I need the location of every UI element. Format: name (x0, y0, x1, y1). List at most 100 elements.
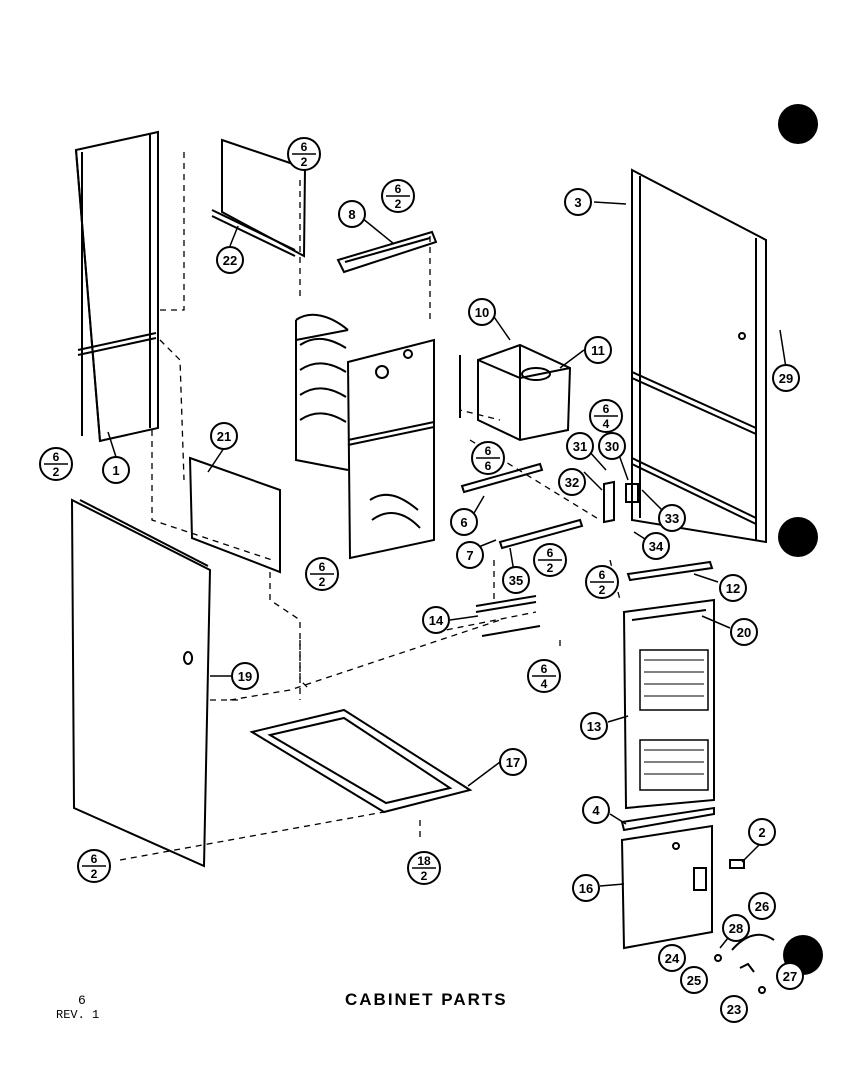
channel-part-8 (336, 230, 438, 274)
svg-text:2: 2 (421, 869, 428, 883)
svg-text:2: 2 (599, 583, 606, 597)
svg-text:14: 14 (429, 613, 444, 628)
svg-text:16: 16 (579, 881, 593, 896)
svg-text:6: 6 (485, 459, 492, 473)
callout-29: 29 (772, 364, 800, 392)
svg-text:33: 33 (665, 511, 679, 526)
fraction-callout: 64 (527, 659, 561, 693)
revision-label: REV. 1 (56, 1008, 100, 1022)
callout-25: 25 (680, 966, 708, 994)
svg-text:6: 6 (53, 450, 60, 464)
base-frame-part-17 (249, 708, 473, 814)
strip-part-4 (620, 806, 715, 832)
callout-21: 21 (210, 422, 238, 450)
callout-14: 14 (422, 606, 450, 634)
baffle-part-21 (188, 456, 281, 574)
svg-text:12: 12 (726, 581, 740, 596)
callout-16: 16 (572, 874, 600, 902)
svg-text:6: 6 (541, 662, 548, 676)
svg-text:10: 10 (475, 305, 489, 320)
binder-hole (778, 517, 818, 557)
callout-10: 10 (468, 298, 496, 326)
svg-text:6: 6 (91, 852, 98, 866)
svg-text:4: 4 (603, 417, 610, 431)
brackets-part-6-7 (460, 462, 584, 550)
callout-30: 30 (598, 432, 626, 460)
fraction-callout: 64 (589, 399, 623, 433)
callout-22: 22 (216, 246, 244, 274)
rail-part-12 (626, 560, 714, 582)
callout-32: 32 (558, 468, 586, 496)
svg-text:35: 35 (509, 573, 523, 588)
side-panel-part-1 (74, 130, 159, 443)
callout-20: 20 (730, 618, 758, 646)
svg-text:2: 2 (547, 561, 554, 575)
callout-33: 33 (658, 504, 686, 532)
callout-3: 3 (564, 188, 592, 216)
svg-text:2: 2 (758, 825, 765, 840)
svg-text:17: 17 (506, 755, 520, 770)
callout-23: 23 (720, 995, 748, 1023)
fraction-callout: 62 (39, 447, 73, 481)
svg-text:26: 26 (755, 899, 769, 914)
svg-text:3: 3 (574, 195, 581, 210)
svg-text:2: 2 (395, 197, 402, 211)
svg-text:2: 2 (91, 867, 98, 881)
svg-text:4: 4 (592, 803, 600, 818)
callout-35: 35 (502, 566, 530, 594)
svg-text:13: 13 (587, 719, 601, 734)
callout-24: 24 (658, 944, 686, 972)
callout-34: 34 (642, 532, 670, 560)
diagram-caption: CABINET PARTS (345, 990, 508, 1009)
svg-text:4: 4 (541, 677, 548, 691)
callout-11: 11 (584, 336, 612, 364)
svg-text:19: 19 (238, 669, 252, 684)
svg-text:6: 6 (460, 515, 467, 530)
fraction-callout: 66 (471, 441, 505, 475)
svg-text:6: 6 (395, 182, 402, 196)
callout-31: 31 (566, 432, 594, 460)
svg-text:29: 29 (779, 371, 793, 386)
callout-12: 12 (719, 574, 747, 602)
front-door-part-19 (70, 498, 212, 868)
side-panel-part-3 (631, 168, 767, 544)
louver-hatching (644, 659, 704, 775)
svg-text:6: 6 (547, 546, 554, 560)
fraction-callout: 62 (585, 565, 619, 599)
callout-7: 7 (456, 541, 484, 569)
latch-hardware-parts (714, 859, 775, 994)
heat-exchanger-assembly (295, 313, 435, 560)
svg-text:1: 1 (112, 463, 119, 478)
louvered-panel-part-13 (622, 598, 715, 810)
fraction-callout: 62 (77, 849, 111, 883)
fraction-callout: 62 (287, 137, 321, 171)
fraction-callout: 182 (407, 851, 441, 885)
fraction-callout: 62 (305, 557, 339, 591)
svg-text:30: 30 (605, 439, 619, 454)
slides-part-14 (475, 595, 541, 637)
callout-28: 28 (722, 914, 750, 942)
svg-text:2: 2 (319, 575, 326, 589)
svg-text:32: 32 (565, 475, 579, 490)
callout-6: 6 (450, 508, 478, 536)
svg-text:31: 31 (573, 439, 587, 454)
lower-door-part-16 (620, 824, 713, 950)
svg-text:6: 6 (599, 568, 606, 582)
svg-text:6: 6 (485, 444, 492, 458)
page-number: 6 (78, 993, 86, 1008)
svg-text:21: 21 (217, 429, 231, 444)
callout-1: 1 (102, 456, 130, 484)
callout-17: 17 (499, 748, 527, 776)
callout-13: 13 (580, 712, 608, 740)
svg-text:28: 28 (729, 921, 743, 936)
svg-text:7: 7 (466, 548, 473, 563)
fraction-callout: 62 (381, 179, 415, 213)
svg-text:6: 6 (319, 560, 326, 574)
top-panel-part-22 (211, 138, 307, 258)
svg-text:11: 11 (591, 343, 605, 358)
callout-27: 27 (776, 962, 804, 990)
binder-hole (778, 104, 818, 144)
svg-text:8: 8 (348, 207, 355, 222)
svg-text:6: 6 (603, 402, 610, 416)
